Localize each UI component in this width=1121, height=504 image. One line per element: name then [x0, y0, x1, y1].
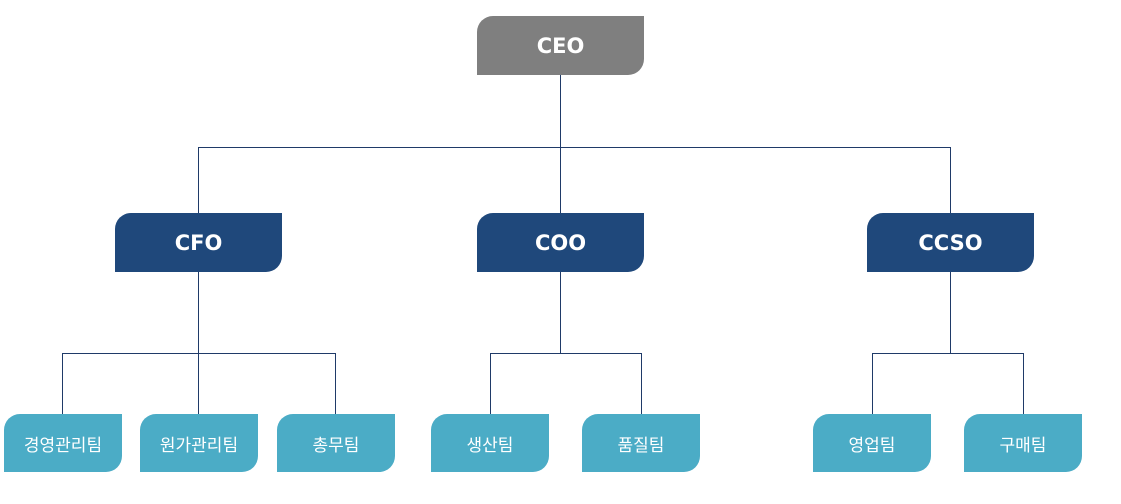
ccso-label: CCSO [918, 230, 983, 255]
team-label: 총무팀 [312, 435, 360, 456]
coo-label: COO [534, 230, 587, 255]
ceo-node: CEO [477, 16, 644, 75]
team-node-purchasing: 구매팀 [964, 414, 1082, 472]
team-node-general-affairs: 총무팀 [277, 414, 395, 472]
ccso-node: CCSO [867, 213, 1034, 272]
team-label: 경영관리팀 [23, 435, 103, 456]
coo-node: COO [477, 213, 644, 272]
team-node-production: 생산팀 [431, 414, 549, 472]
team-node-sales: 영업팀 [813, 414, 931, 472]
cfo-node: CFO [115, 213, 282, 272]
team-label: 원가관리팀 [159, 435, 239, 456]
team-label: 품질팀 [617, 435, 665, 456]
team-node-cost-management: 원가관리팀 [140, 414, 258, 472]
ceo-label: CEO [536, 33, 585, 58]
team-label: 구매팀 [999, 435, 1047, 456]
team-node-quality: 품질팀 [582, 414, 700, 472]
team-node-management: 경영관리팀 [4, 414, 122, 472]
team-label: 생산팀 [466, 435, 514, 456]
team-label: 영업팀 [848, 435, 896, 456]
cfo-label: CFO [174, 230, 223, 255]
